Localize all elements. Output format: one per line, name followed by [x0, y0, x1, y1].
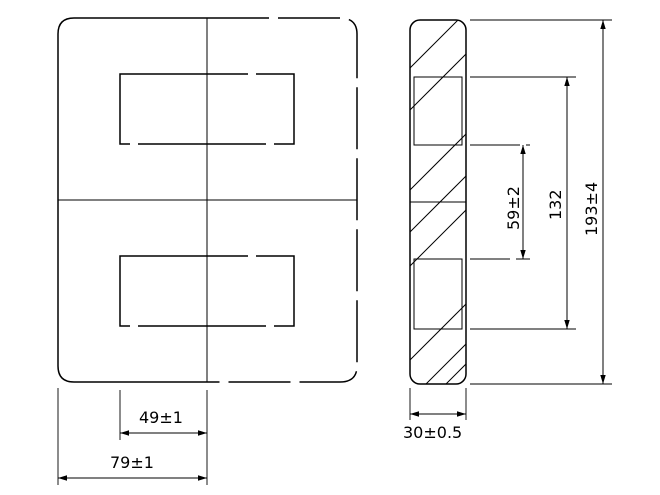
dim-label-outer-width: 79±1 — [110, 453, 154, 472]
front-view: 49±1 79±1 — [57, 17, 358, 485]
dim-label-total-height: 193±4 — [582, 182, 601, 236]
side-view: 59±2 132 193±4 30±0.5 — [403, 19, 612, 442]
side-upper-window — [413, 76, 463, 146]
lower-winding-window — [119, 255, 295, 327]
upper-winding-window — [119, 73, 295, 145]
dim-label-window-span: 132 — [546, 189, 565, 220]
side-lower-window — [413, 258, 463, 330]
dim-label-thickness: 30±0.5 — [403, 423, 462, 442]
dim-label-center-leg: 59±2 — [504, 186, 523, 230]
dim-label-inner-width: 49±1 — [139, 408, 183, 427]
side-hatching — [410, 20, 466, 384]
